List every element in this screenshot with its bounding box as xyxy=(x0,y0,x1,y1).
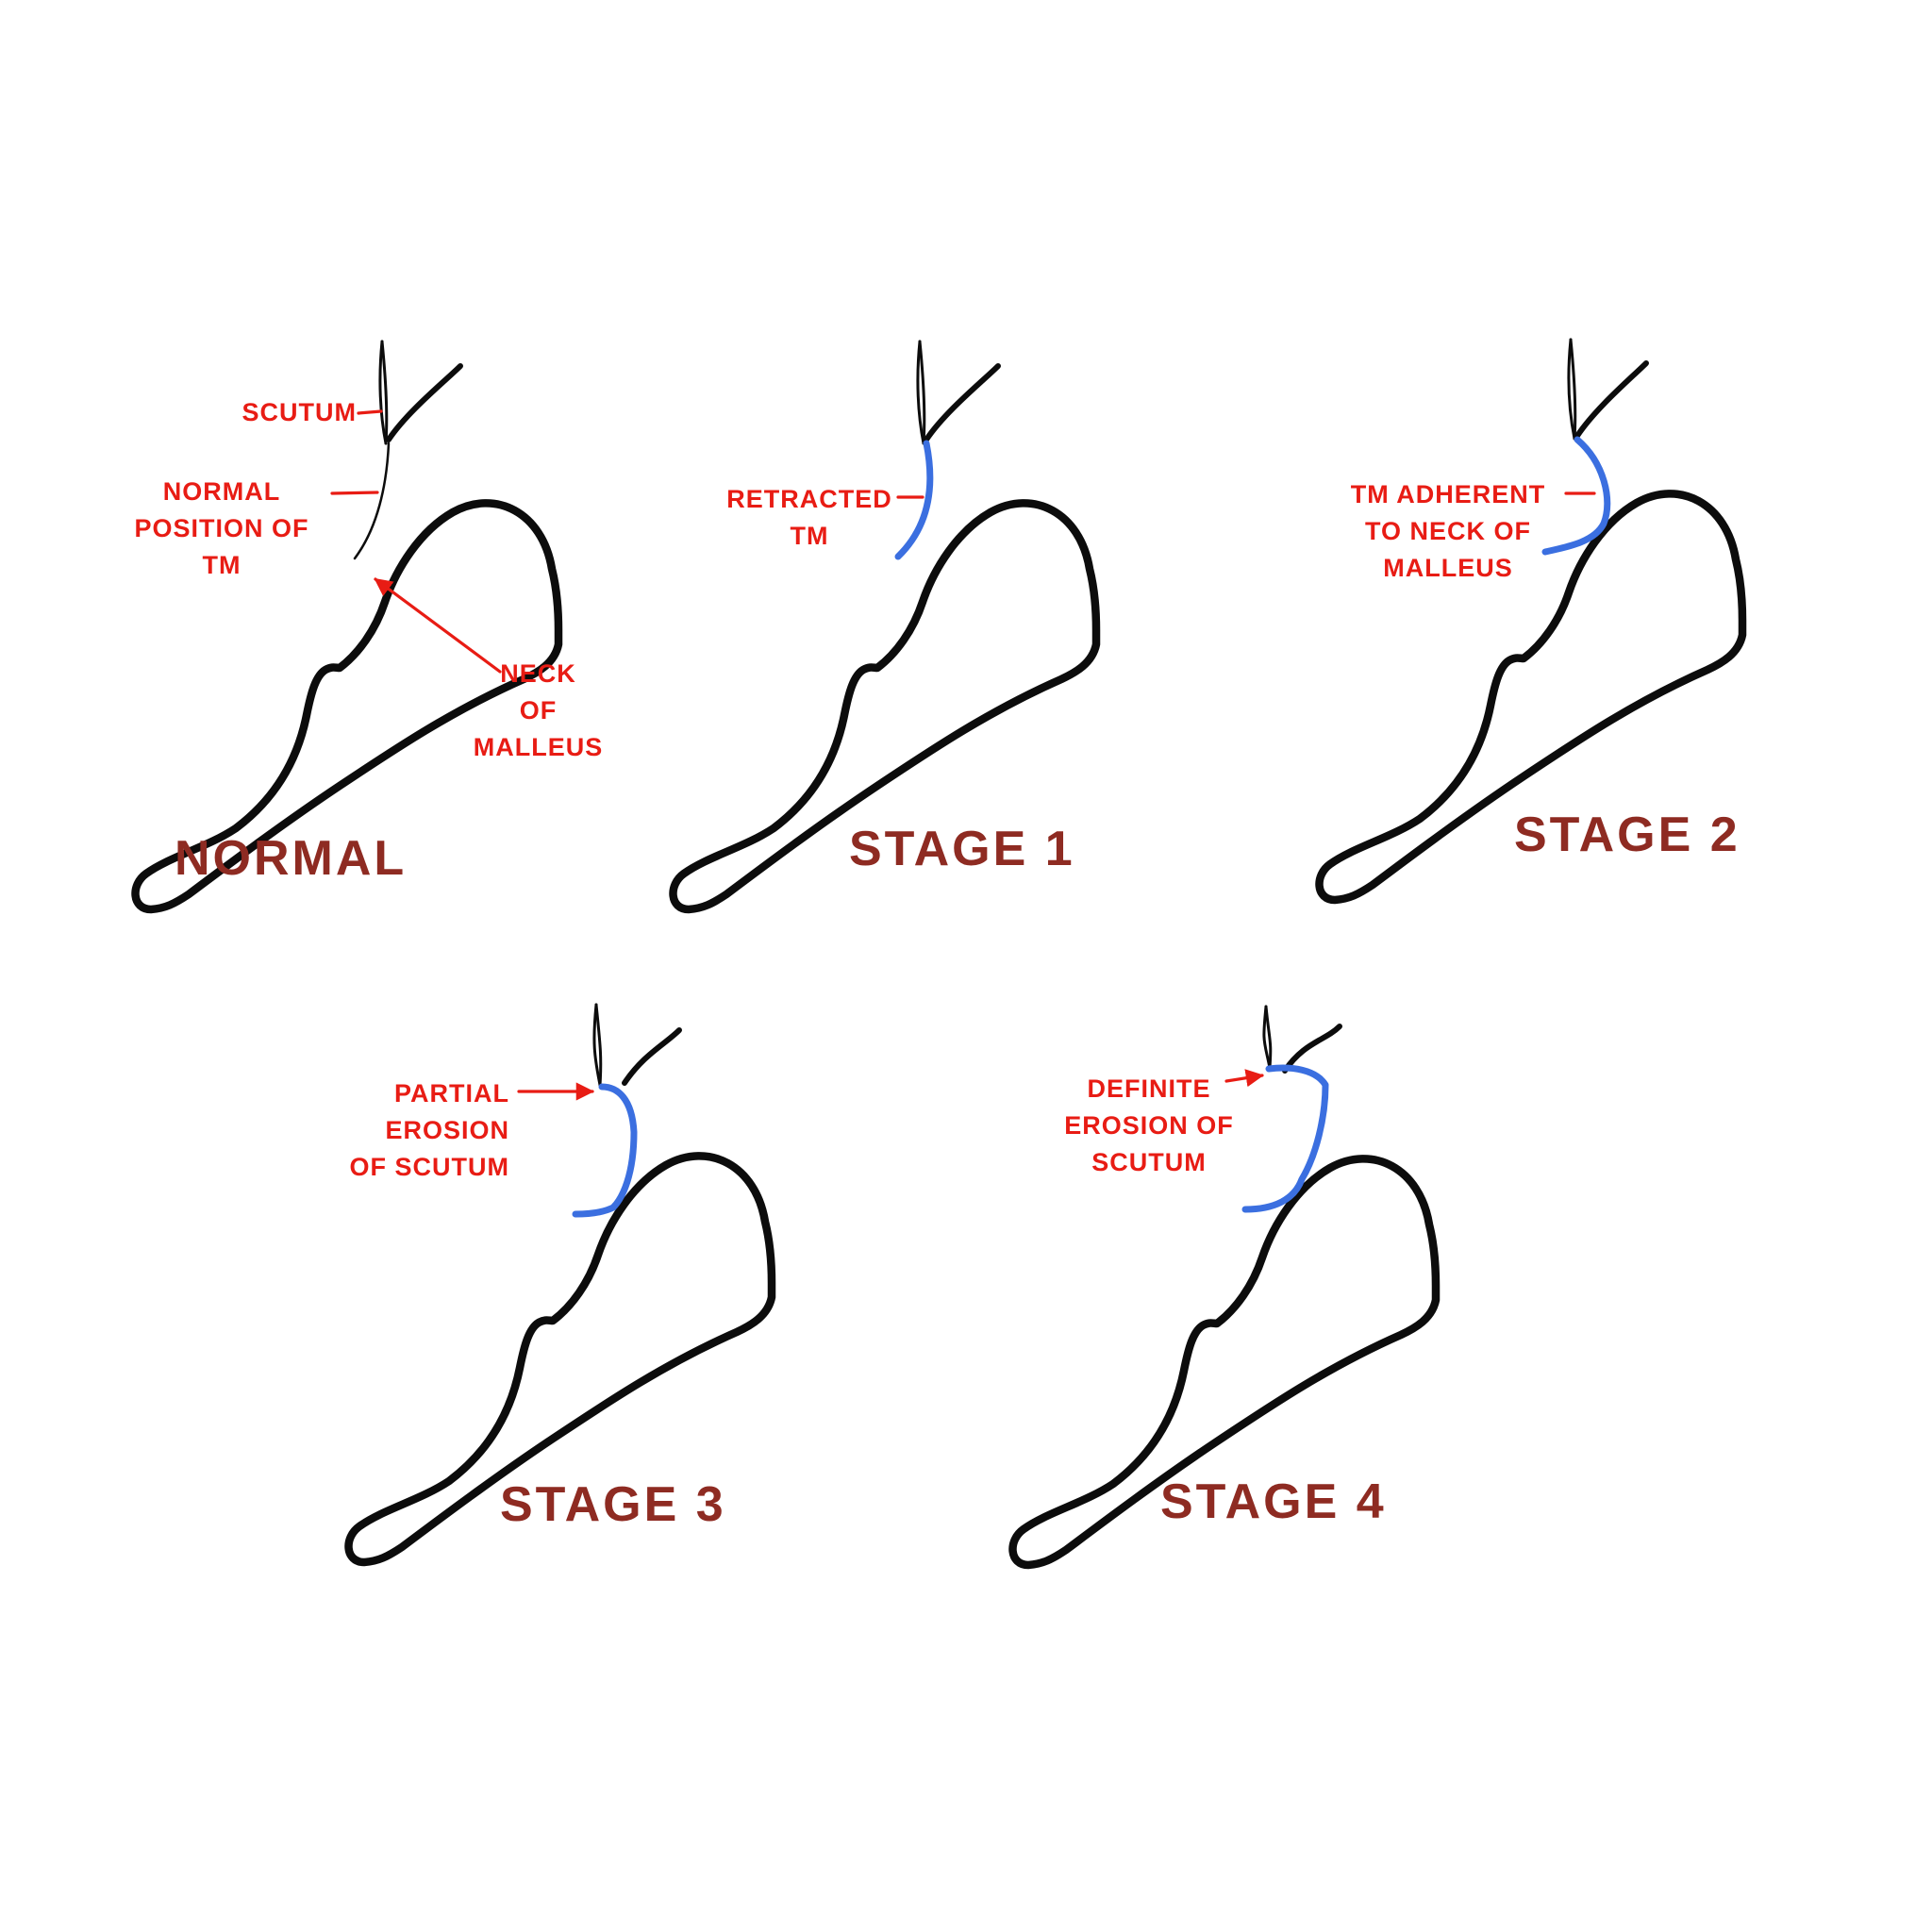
stage-2-scutum-spike xyxy=(1567,338,1576,441)
stage-1-scutum-wing xyxy=(924,363,1001,442)
label-line: TM xyxy=(790,522,829,550)
normal-scutum-spike-b xyxy=(380,340,389,445)
label-line: TM ADHERENT xyxy=(1350,480,1546,508)
normal-malleus-outline xyxy=(131,499,563,914)
label-scutum: SCUTUM xyxy=(217,394,357,431)
label-line: MALLEUS xyxy=(1383,554,1513,582)
label-neck-of-malleus: NECK OF MALLEUS xyxy=(460,656,616,766)
normal-neck-arrow xyxy=(374,577,502,674)
normal-tm-leader xyxy=(330,491,379,495)
stage-2-adherent-tm xyxy=(1541,436,1611,556)
normal-scutum-leader xyxy=(357,409,383,415)
title-stage-3: STAGE 3 xyxy=(500,1477,726,1532)
label-line: EROSION xyxy=(385,1116,509,1144)
stage-4-scutum-spike xyxy=(1262,1005,1272,1070)
label-tm-adherent: TM ADHERENT TO NECK OF MALLEUS xyxy=(1340,476,1557,587)
stage-1-scutum-spike xyxy=(916,340,925,445)
normal-tm-line xyxy=(353,441,391,560)
normal-scutum-spike xyxy=(378,340,388,445)
label-line: EROSION OF xyxy=(1064,1111,1234,1140)
label-line: SCUTUM xyxy=(1091,1148,1207,1176)
label-line: PARTIAL xyxy=(394,1079,509,1108)
stage-3-scutum-spike-b xyxy=(594,1003,603,1087)
title-normal: NORMAL xyxy=(175,831,408,886)
stage-4-erosion-arrow xyxy=(1224,1069,1264,1088)
label-line: POSITION OF xyxy=(134,514,309,542)
stage-2-scutum-wing xyxy=(1574,360,1649,439)
label-normal-position-tm: NORMAL POSITION OF TM xyxy=(113,474,330,584)
stage-1-malleus-outline xyxy=(669,499,1101,914)
stage-1-scutum-spike-b xyxy=(918,340,926,445)
label-definite-erosion: DEFINITE EROSION OF SCUTUM xyxy=(1055,1071,1243,1181)
stage-4-scutum-wing xyxy=(1282,1024,1342,1074)
label-line: OF xyxy=(519,696,558,724)
label-scutum-text: SCUTUM xyxy=(242,398,357,426)
title-stage-2: STAGE 2 xyxy=(1514,808,1740,862)
title-stage-1: STAGE 1 xyxy=(849,822,1075,876)
label-line: TM xyxy=(202,551,242,579)
normal-drawing xyxy=(131,499,563,914)
stage-4-eroded-tm xyxy=(1241,1064,1329,1213)
label-line: NORMAL xyxy=(162,477,281,506)
stage-3-scutum-spike xyxy=(592,1003,602,1087)
label-line: RETRACTED xyxy=(726,485,892,513)
label-line: NECK xyxy=(500,659,576,688)
stage-2-malleus-outline xyxy=(1315,490,1747,905)
label-line: DEFINITE xyxy=(1087,1074,1211,1103)
label-line: TO NECK OF xyxy=(1364,517,1531,545)
stage-3-scutum-wing xyxy=(622,1027,682,1086)
label-retracted-tm: RETRACTED TM xyxy=(724,481,894,555)
stage-1-retracted-tm xyxy=(894,440,934,560)
stage-3-eroded-tm xyxy=(572,1083,638,1218)
stage-4-malleus-outline xyxy=(1008,1155,1441,1570)
stage-4-scutum-spike-b xyxy=(1264,1005,1273,1070)
label-line: MALLEUS xyxy=(473,733,604,761)
stage-2-scutum-spike-b xyxy=(1569,338,1577,441)
title-stage-4: STAGE 4 xyxy=(1160,1474,1387,1529)
stage-1-drawing xyxy=(669,499,1101,914)
label-partial-erosion: PARTIAL EROSION OF SCUTUM xyxy=(311,1075,509,1186)
stage-2-drawing xyxy=(1315,490,1747,905)
stage-3-malleus-outline xyxy=(344,1152,776,1567)
normal-scutum-wing xyxy=(386,363,463,442)
label-line: OF SCUTUM xyxy=(349,1153,509,1181)
stage-3-drawing xyxy=(344,1152,776,1567)
stage-4-drawing xyxy=(1008,1155,1441,1570)
